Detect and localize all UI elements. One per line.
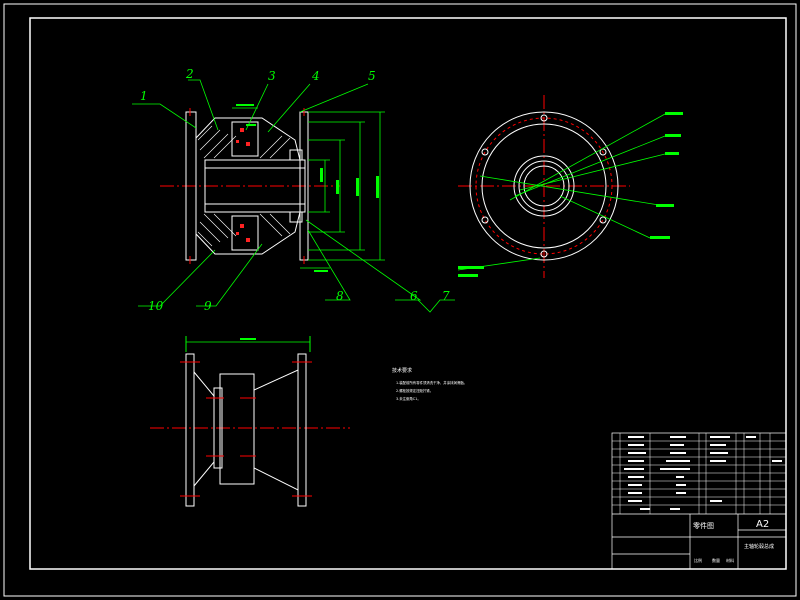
parts-list-text-marks (624, 436, 782, 510)
upper-cone (195, 117, 301, 161)
balloon-7: 7 (442, 289, 450, 303)
left-flange (185, 111, 197, 261)
technical-requirements: 技术要求 1.装配前所有零件须清洗干净，并涂抹润滑脂。 2.螺栓按规定扭矩拧紧。… (392, 367, 467, 401)
balloon-9: 9 (204, 299, 212, 313)
end-outer-circle (469, 111, 619, 261)
balloon-labels: 1 2 3 4 5 6 7 8 9 10 (140, 67, 450, 313)
drawing-frame (29, 17, 787, 570)
end-view (457, 95, 683, 278)
side-view (150, 336, 350, 507)
upper-bearing (231, 121, 259, 157)
end-dim-text (458, 112, 683, 277)
end-leaders (457, 113, 666, 271)
balloon-5: 5 (368, 69, 376, 83)
lower-bearing (231, 215, 259, 251)
hatching (197, 125, 291, 247)
side-hole-marks (180, 361, 312, 497)
tech-note-1: 1.装配前所有零件须清洗干净，并涂抹润滑脂。 (396, 380, 467, 385)
section-dimensions (232, 107, 385, 269)
quantity-label: 数量 (712, 557, 720, 563)
bolt-holes (481, 114, 607, 258)
tech-notes-title: 技术要求 (392, 367, 412, 374)
title-block-label: 零件图 (693, 521, 714, 530)
section-view: 1 2 3 4 5 6 7 8 9 10 (132, 67, 455, 313)
section-dim-text (236, 104, 379, 272)
lower-cone (195, 211, 301, 255)
balloon-2: 2 (185, 67, 194, 81)
side-hub (219, 373, 255, 485)
side-right-flange (297, 353, 307, 507)
balloon-4: 4 (311, 69, 320, 83)
tech-note-2: 2.螺栓按规定扭矩拧紧。 (396, 388, 433, 393)
hub-bore (204, 159, 306, 213)
balloon-3: 3 (268, 69, 276, 83)
balloon-8: 8 (336, 289, 344, 303)
outer-border (3, 3, 797, 597)
leaders (132, 79, 455, 313)
scale-label: 比例 (694, 557, 702, 563)
hub-circle (513, 155, 575, 217)
side-left-flange (185, 353, 195, 507)
balloon-6: 6 (410, 289, 418, 303)
parts-list (612, 433, 786, 514)
balloon-10: 10 (148, 299, 164, 313)
material-label: 材料 (726, 557, 734, 563)
bolt-circle (475, 117, 613, 255)
bearing-marks (236, 128, 250, 242)
tech-note-3: 3.未注倒角C1。 (396, 396, 421, 401)
title-block (611, 432, 787, 570)
balloon-1: 1 (140, 89, 148, 103)
sheet-size: A2 (756, 519, 769, 530)
drawing-name: 主轴轮毂总成 (744, 543, 774, 550)
